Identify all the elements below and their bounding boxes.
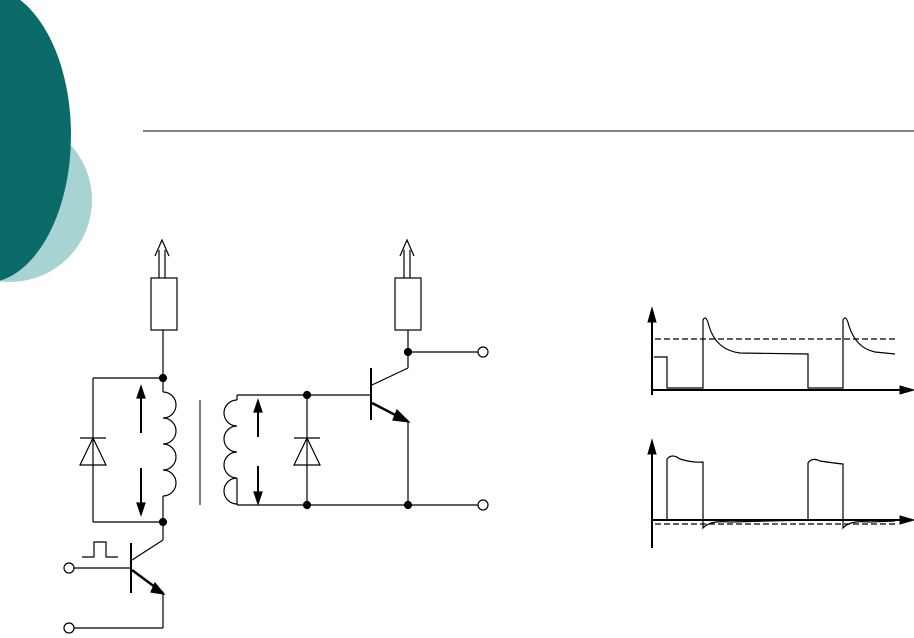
resistor-left <box>150 277 178 331</box>
diode-right <box>293 436 321 466</box>
diode-left <box>79 436 107 466</box>
waveform-bottom-trace <box>666 455 896 530</box>
waveform-top-trace <box>654 317 896 389</box>
primary-current-arrows <box>136 384 146 517</box>
waveform-bottom <box>647 438 914 548</box>
resistor-right <box>394 277 422 331</box>
transformer-primary-coil <box>162 378 177 522</box>
terminal-left-bottom[interactable] <box>63 622 75 634</box>
terminal-output-top[interactable] <box>477 346 489 358</box>
dark-teal-circle <box>0 0 71 281</box>
transformer-secondary-coil <box>223 394 307 506</box>
primary-circuit <box>63 238 201 634</box>
terminal-output-bottom[interactable] <box>477 499 489 511</box>
supply-arrow-right <box>399 238 415 278</box>
terminal-left-input[interactable] <box>63 562 75 574</box>
supply-arrow-left <box>154 238 170 278</box>
decorative-circles <box>0 0 92 282</box>
waveform-top <box>647 306 914 395</box>
secondary-current-arrows <box>253 398 263 506</box>
input-pulse-icon <box>82 541 118 558</box>
secondary-circuit <box>223 238 489 511</box>
node-output-bottom <box>403 500 413 510</box>
